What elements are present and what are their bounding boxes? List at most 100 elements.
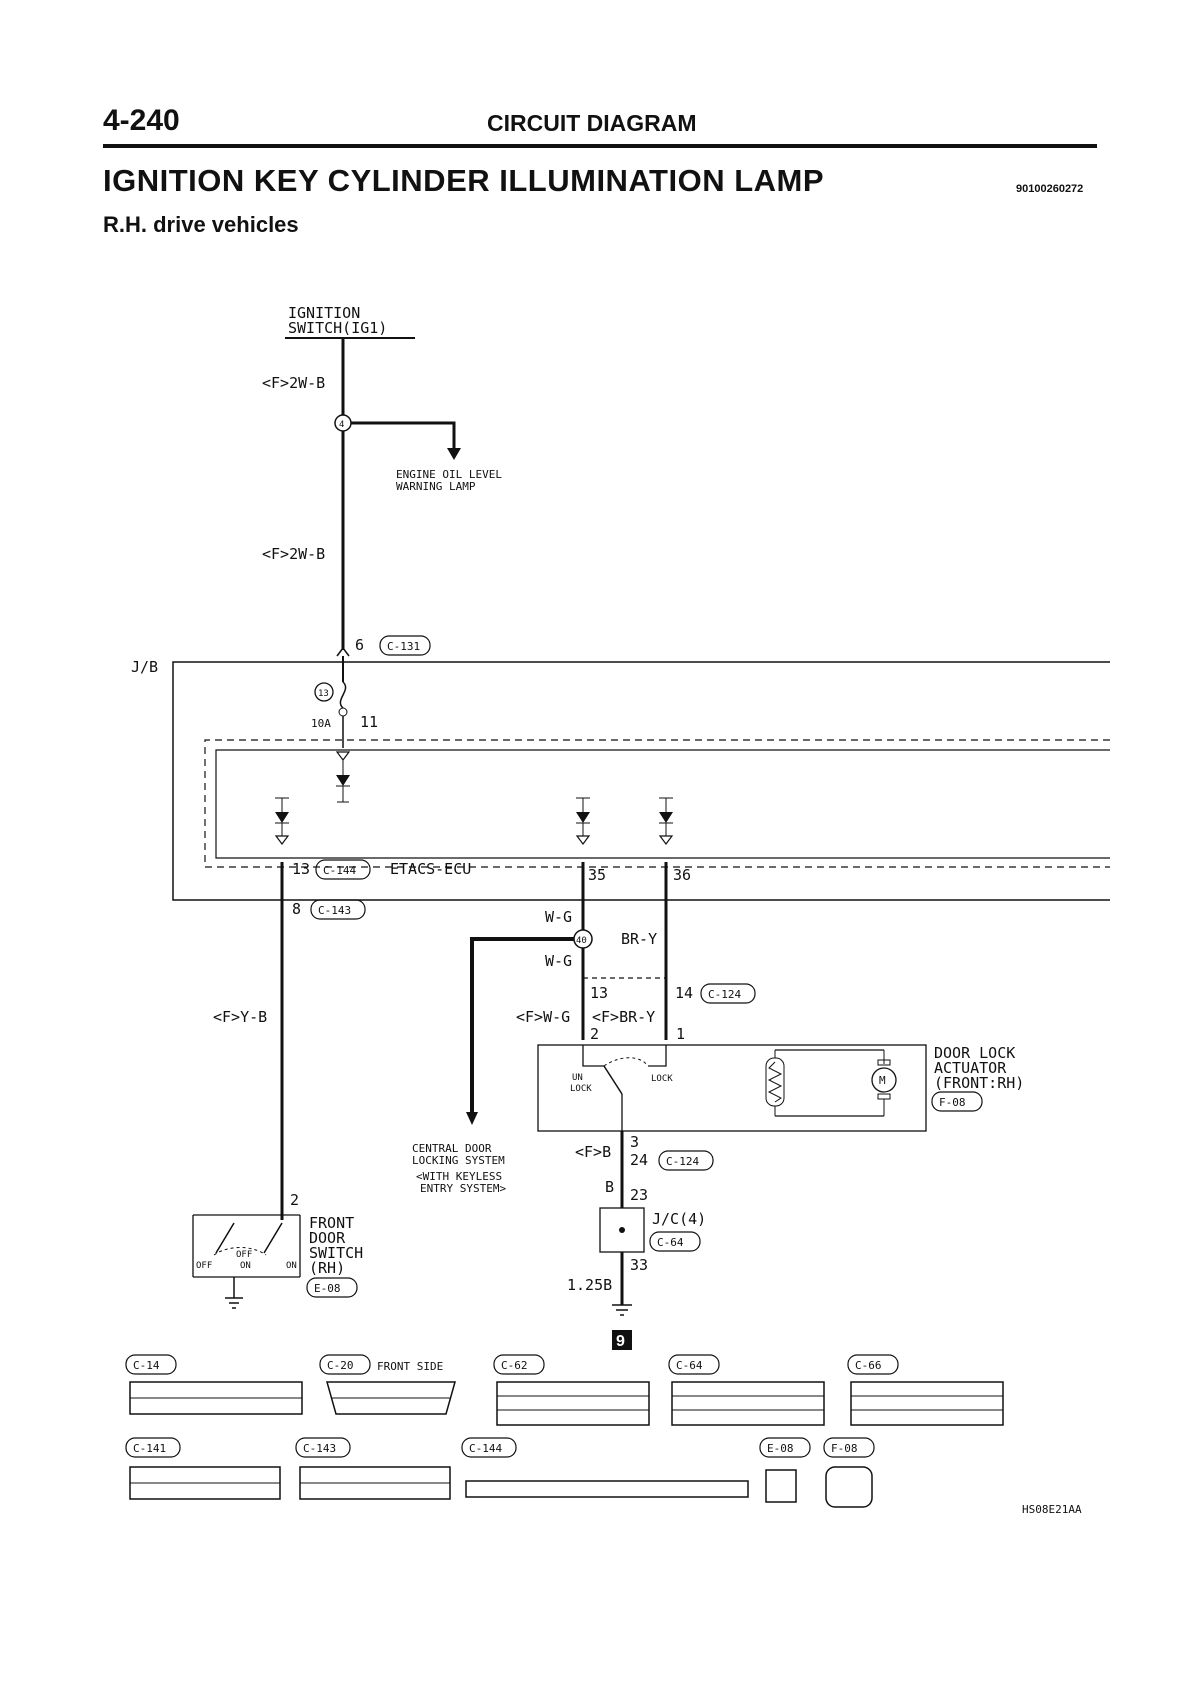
connector-views: C-14 C-20 FRONT SIDE C-62 C-64 C-66 C-14… (125, 1354, 1004, 1508)
wire-to-oil-lamp (351, 421, 456, 452)
pin-33: 33 (630, 1256, 648, 1274)
conn-c124b: C-124 (666, 1155, 699, 1168)
arrow-oil-lamp (447, 448, 461, 460)
wire-label-2w-b-top: <F>2W-B (262, 374, 325, 392)
front-door-switch-box (192, 1214, 301, 1278)
conn-f08: F-08 (939, 1096, 966, 1109)
pin-36: 36 (673, 866, 691, 884)
conn-e08: E-08 (314, 1282, 341, 1295)
cdl-label-4: ENTRY SYSTEM> (420, 1182, 506, 1195)
pin-13b: 13 (590, 984, 608, 1002)
fuse-number: 13 (318, 689, 329, 699)
unlock-label-1: UN (572, 1073, 583, 1083)
jb-label: J/B (131, 658, 158, 676)
cv-c20: C-20 (327, 1359, 354, 1372)
ground-point-number: 9 (616, 1333, 625, 1350)
lock-label: LOCK (651, 1074, 673, 1084)
wire-label-b: B (605, 1178, 614, 1196)
actuator-motor: M (871, 1050, 897, 1116)
pin-2: 2 (590, 1025, 599, 1043)
fuse-number-circle (314, 682, 334, 702)
fds-label-2: DOOR (309, 1229, 346, 1247)
pin-2-switch: 2 (290, 1191, 299, 1209)
ground-point-box (612, 1330, 632, 1350)
wire-label-w-g-1: W-G (545, 908, 572, 926)
page-title: IGNITION KEY CYLINDER ILLUMINATION LAMP (103, 163, 825, 198)
junction-4-label: 4 (339, 420, 344, 430)
connector-tag-c131 (379, 635, 431, 656)
connector-e08-face (765, 1469, 797, 1503)
cv-c20-note: FRONT SIDE (377, 1360, 443, 1373)
fds-label-4: (RH) (309, 1259, 345, 1277)
fds-label-3: SWITCH (309, 1244, 363, 1262)
wire-label-fw-g: <F>W-G (516, 1008, 570, 1026)
door-lock-label-3: (FRONT:RH) (934, 1074, 1024, 1092)
motor-label: M (879, 1074, 886, 1087)
etacs-ecu-outline (204, 739, 1110, 868)
door-lock-label-1: DOOR LOCK (934, 1044, 1015, 1062)
connector-c144-face (465, 1480, 749, 1498)
cv-f08: F-08 (831, 1442, 858, 1455)
diode-36 (658, 797, 674, 845)
door-lock-actuator-box (537, 1044, 927, 1132)
cv-c64: C-64 (676, 1359, 703, 1372)
pin-24: 24 (630, 1151, 648, 1169)
wire-label-fb: <F>B (575, 1143, 611, 1161)
conn-c124a: C-124 (708, 988, 741, 1001)
actuator-heater (765, 1050, 785, 1116)
ground-symbol-switch (225, 1297, 243, 1309)
pin-14: 14 (675, 984, 693, 1002)
connector-c66-face (850, 1381, 1004, 1426)
lock-switch (603, 1065, 623, 1095)
ground-symbol-9 (612, 1304, 632, 1316)
cv-e08: E-08 (767, 1442, 794, 1455)
door-lock-label-2: ACTUATOR (934, 1059, 1007, 1077)
junction-block-outline (172, 661, 1110, 901)
oil-lamp-label-2: WARNING LAMP (396, 480, 476, 493)
etacs-ecu-label: ETACS-ECU (390, 860, 471, 878)
pin-3: 3 (630, 1133, 639, 1151)
cv-c62: C-62 (501, 1359, 528, 1372)
pin-13: 13 (292, 860, 310, 878)
switch-on-1: ON (240, 1261, 251, 1271)
wire-label-2w-b-bot: <F>2W-B (262, 545, 325, 563)
wire-to-central-door-lock (470, 937, 574, 1115)
wire-label-w-g-2: W-G (545, 952, 572, 970)
page-number: 4-240 (103, 104, 180, 137)
page-subtitle: R.H. drive vehicles (103, 212, 299, 237)
wire-label-125b: 1.25B (567, 1276, 612, 1294)
header-rule (103, 144, 1097, 148)
connector-c64-face (671, 1381, 825, 1426)
cv-c66: C-66 (855, 1359, 882, 1372)
connector-c62-face (496, 1381, 650, 1426)
pin-35: 35 (588, 866, 606, 884)
conn-c143: C-143 (318, 904, 351, 917)
switch-off-2: OFF (236, 1250, 252, 1260)
connector-c20-face (326, 1381, 456, 1415)
jc-label: J/C(4) (652, 1210, 706, 1228)
unlock-label-2: LOCK (570, 1084, 592, 1094)
cv-c14: C-14 (133, 1359, 160, 1372)
ignition-switch-label-1: IGNITION (288, 304, 360, 322)
fds-label-1: FRONT (309, 1214, 354, 1232)
wire-label-y-b: <F>Y-B (213, 1008, 267, 1026)
diode-35 (575, 797, 591, 845)
diode-main (335, 751, 351, 803)
wire-label-fbr-y: <F>BR-Y (592, 1008, 655, 1026)
switch-on-2: ON (286, 1261, 297, 1271)
cv-c143: C-143 (303, 1442, 336, 1455)
oil-lamp-label-1: ENGINE OIL LEVEL (396, 468, 502, 481)
cdl-label-3: <WITH KEYLESS (416, 1170, 502, 1183)
pin-23: 23 (630, 1186, 648, 1204)
fuse-pin: 11 (360, 713, 378, 731)
switch-off-1: OFF (196, 1261, 212, 1271)
cdl-label-2: LOCKING SYSTEM (412, 1154, 505, 1167)
conn-c144: C-144 (323, 864, 356, 877)
etacs-ecu-inner (215, 749, 1110, 859)
fuse-rating: 10A (311, 717, 331, 730)
pin-8: 8 (292, 900, 301, 918)
fuse-symbol (339, 681, 347, 709)
ignition-switch-label-2: SWITCH(IG1) (288, 319, 387, 337)
wire-label-br-y: BR-Y (621, 930, 657, 948)
